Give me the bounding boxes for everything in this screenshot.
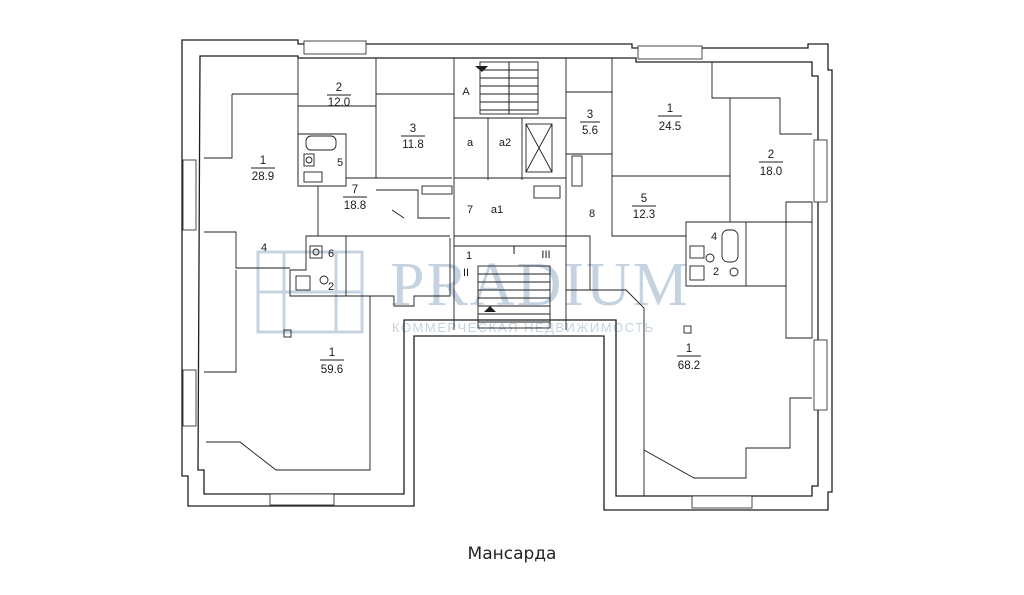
- room-labels: 2 12.0 3 11.8 1 28.9 7 18.8 3 5.6 1 24.5…: [251, 82, 783, 376]
- label-roman-III: III: [541, 249, 550, 261]
- label-a2: a2: [499, 137, 511, 149]
- room-number: 1: [667, 103, 673, 115]
- fixture: [533, 185, 561, 199]
- stair-arrow-icon: [484, 306, 496, 312]
- watermark-tagline: КОММЕРЧЕСКАЯ НЕДВИЖИМОСТЬ: [392, 320, 655, 335]
- label-a1: a1: [491, 204, 503, 216]
- room-area: 59.6: [321, 364, 343, 376]
- label-5: 5: [337, 157, 343, 169]
- column-marker: [683, 325, 692, 334]
- room-number: 5: [641, 193, 647, 205]
- fixture: [571, 155, 583, 187]
- toilet-icon: [689, 245, 739, 281]
- window: [813, 139, 828, 203]
- room-area: 18.0: [760, 166, 782, 178]
- window: [182, 159, 197, 231]
- room-area: 12.0: [328, 97, 350, 109]
- room-number: 2: [768, 149, 774, 161]
- window: [637, 45, 703, 60]
- room-number: 1: [329, 347, 335, 359]
- bathtub-icon: [721, 229, 739, 263]
- toilet-icon: [303, 153, 323, 183]
- room-number: 3: [587, 109, 593, 121]
- label-2: 2: [713, 266, 719, 278]
- room-area: 18.8: [344, 200, 366, 212]
- room-area: 5.6: [582, 125, 598, 137]
- fixture: [421, 185, 453, 195]
- room-area: 24.5: [659, 121, 681, 133]
- label-6: 6: [328, 248, 334, 260]
- room-number: 7: [352, 184, 358, 196]
- label-roman-II: II: [463, 267, 469, 279]
- window: [691, 495, 753, 509]
- partitions: [204, 58, 813, 496]
- label-a: a: [467, 137, 474, 149]
- room-number: 2: [336, 82, 342, 94]
- label-A: A: [462, 86, 470, 98]
- window: [813, 339, 828, 411]
- room-area: 68.2: [678, 360, 700, 372]
- label-1: 1: [466, 250, 472, 262]
- label-roman-I: I: [512, 245, 515, 257]
- label-4: 4: [261, 242, 267, 254]
- toilet-icon: [295, 245, 329, 291]
- watermark-brand: PRADIUM: [390, 251, 690, 319]
- label-8: 8: [589, 208, 595, 220]
- window: [182, 369, 197, 427]
- column-marker: [283, 329, 292, 338]
- stair-top: [475, 61, 539, 115]
- room-number: 1: [260, 155, 266, 167]
- misc-labels: A a a2 7 a1 8 4 5 6 2 4 2 1 I II III: [261, 86, 719, 293]
- bathtub-icon: [305, 135, 337, 151]
- outer-walls: [181, 39, 833, 511]
- stair-bottom: [477, 265, 551, 329]
- room-area: 11.8: [402, 139, 424, 151]
- label-2: 2: [328, 281, 334, 293]
- watermark: PRADIUM КОММЕРЧЕСКАЯ НЕДВИЖИМОСТЬ: [256, 250, 690, 335]
- window: [269, 493, 335, 506]
- room-area: 12.3: [633, 209, 655, 221]
- label-4: 4: [711, 231, 717, 243]
- elevator-icon: [525, 123, 553, 173]
- room-number: 1: [686, 343, 692, 355]
- windows: [182, 40, 828, 509]
- room-number: 3: [410, 123, 416, 135]
- window: [303, 40, 367, 55]
- label-7: 7: [467, 204, 473, 216]
- floor-caption: Мансарда: [467, 544, 557, 564]
- room-area: 28.9: [252, 171, 274, 183]
- stair-arrow-icon: [475, 66, 488, 72]
